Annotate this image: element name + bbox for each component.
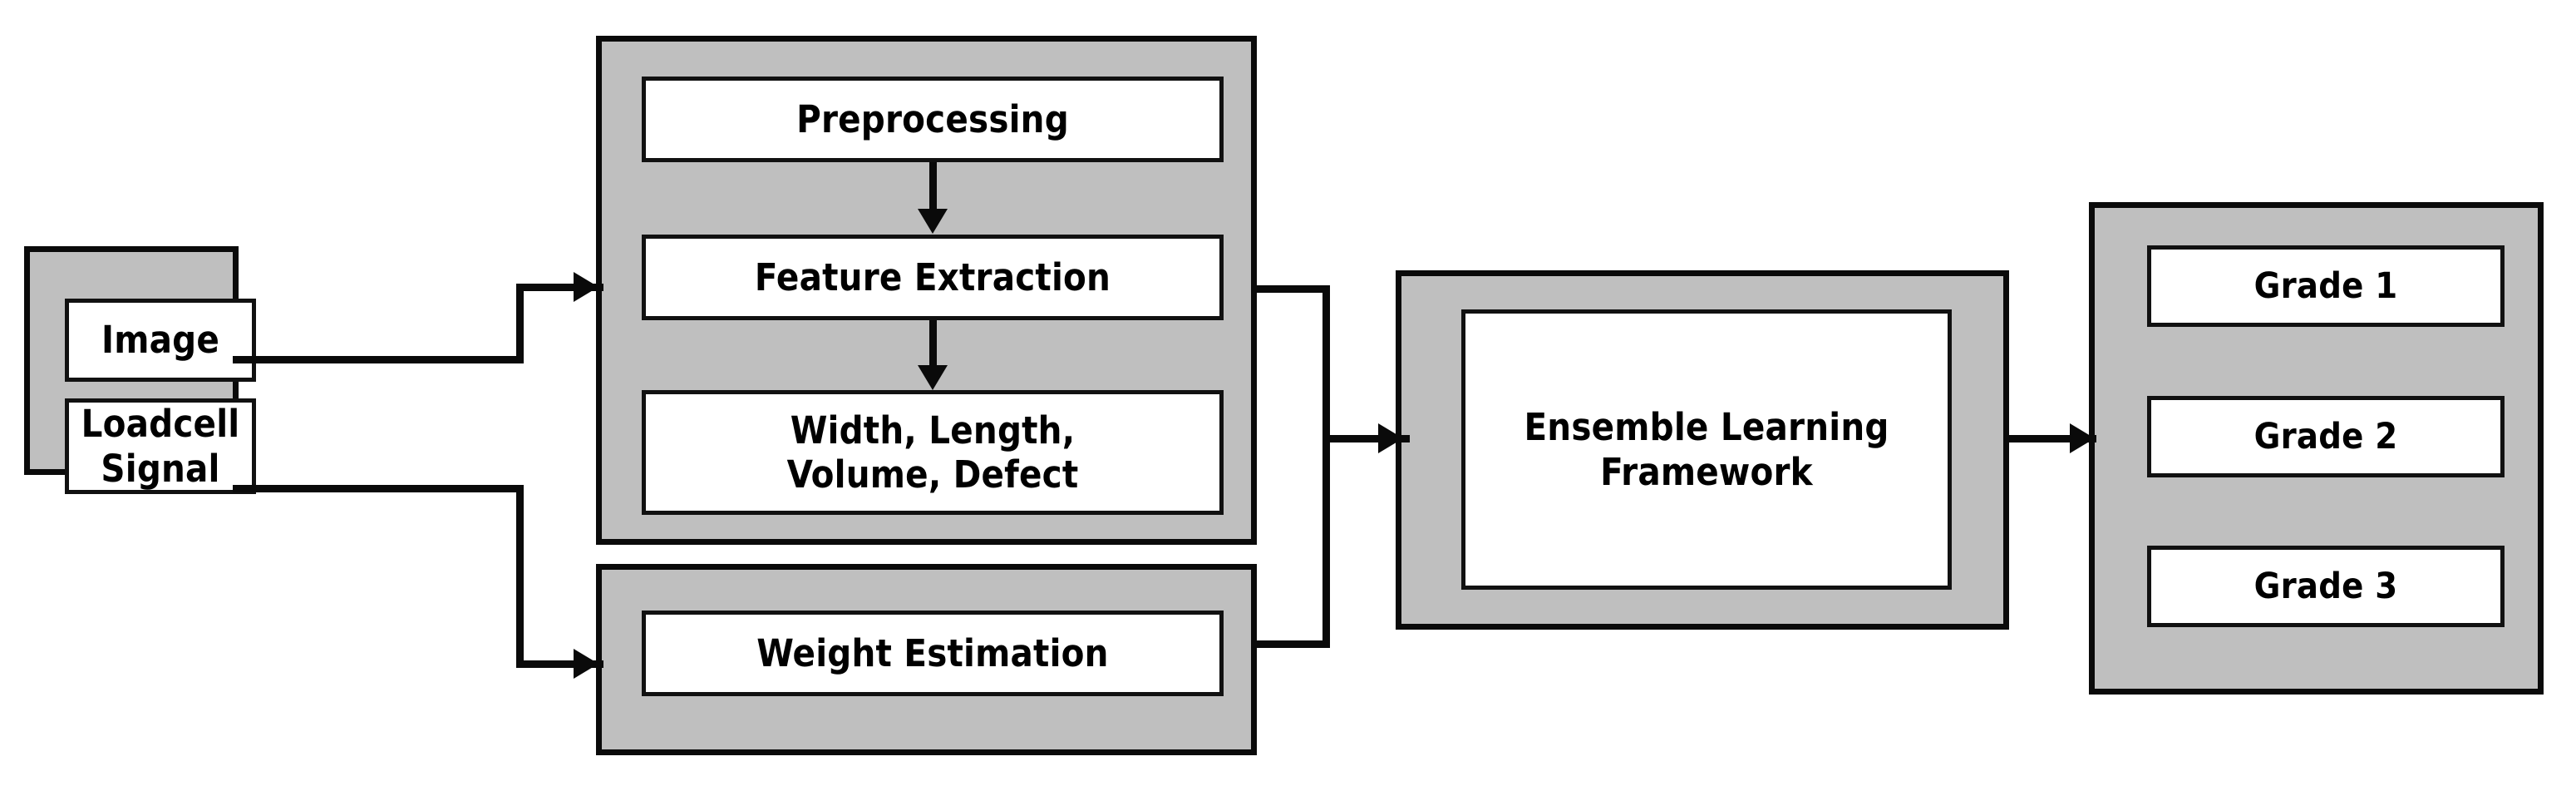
- node-weight-estimation-label: Weight Estimation: [756, 630, 1109, 675]
- connector-vision-to-ensemble-seg-top: [1251, 285, 1330, 293]
- connector-loadcell-to-weight-arrow-icon: [574, 649, 598, 679]
- output-grades-group: Grade 1 Grade 2 Grade 3: [2089, 202, 2544, 695]
- connector-loadcell-to-weight-seg1: [233, 485, 524, 492]
- node-grade-2-label: Grade 2: [2253, 415, 2398, 457]
- node-feature-list-label-line2: Volume, Defect: [786, 452, 1079, 497]
- connector-merge-riser: [1322, 285, 1330, 648]
- connector-preprocessing-to-feature-line: [929, 162, 937, 212]
- node-feature-list[interactable]: Width, Length, Volume, Defect: [642, 390, 1224, 515]
- node-feature-extraction[interactable]: Feature Extraction: [642, 235, 1224, 320]
- connector-image-to-feature-seg1: [233, 356, 524, 363]
- node-feature-extraction-label: Feature Extraction: [754, 255, 1111, 299]
- node-preprocessing-label: Preprocessing: [796, 96, 1069, 141]
- connector-merge-to-ensemble-arrow-icon: [1378, 423, 1403, 453]
- weight-estimation-group: Weight Estimation: [596, 564, 1257, 755]
- connector-feature-to-featurelist-line: [929, 320, 937, 368]
- node-loadcell-signal-label-line2: Signal: [101, 446, 220, 491]
- vision-processing-group: Preprocessing Feature Extraction Width, …: [596, 36, 1257, 545]
- connector-weight-to-ensemble-seg-bottom: [1251, 640, 1330, 648]
- node-preprocessing[interactable]: Preprocessing: [642, 77, 1224, 162]
- node-grade-3-label: Grade 3: [2253, 565, 2398, 607]
- connector-loadcell-to-weight-riser: [516, 485, 524, 668]
- input-sources-group: Image Loadcell Signal: [24, 246, 256, 494]
- node-image-label: Image: [101, 318, 219, 363]
- node-grade-1-label: Grade 1: [2253, 264, 2398, 307]
- connector-loadcell-to-weight-seg2: [516, 660, 603, 668]
- connector-image-to-feature-seg2: [516, 284, 603, 291]
- node-grade-2[interactable]: Grade 2: [2147, 396, 2505, 477]
- node-loadcell-signal[interactable]: Loadcell Signal: [65, 398, 256, 494]
- node-loadcell-signal-label-line1: Loadcell: [81, 402, 240, 447]
- connector-merge-to-ensemble-seg: [1322, 435, 1410, 442]
- ensemble-group: Ensemble Learning Framework: [1396, 270, 2009, 630]
- node-grade-1[interactable]: Grade 1: [2147, 245, 2505, 327]
- node-image[interactable]: Image: [65, 299, 256, 382]
- node-ensemble-learning-framework[interactable]: Ensemble Learning Framework: [1461, 309, 1952, 590]
- connector-preprocessing-to-feature-arrow-icon: [918, 209, 948, 234]
- node-ensemble-learning-framework-label-line1: Ensemble Learning: [1524, 405, 1889, 450]
- connector-ensemble-to-grades-arrow-icon: [2070, 423, 2095, 453]
- connector-ensemble-to-grades-line: [2005, 435, 2096, 442]
- node-grade-3[interactable]: Grade 3: [2147, 546, 2505, 627]
- connector-image-to-feature-arrow-icon: [574, 272, 598, 302]
- node-ensemble-learning-framework-label-line2: Framework: [1600, 449, 1813, 494]
- node-weight-estimation[interactable]: Weight Estimation: [642, 611, 1224, 696]
- connector-feature-to-featurelist-arrow-icon: [918, 365, 948, 390]
- node-feature-list-label-line1: Width, Length,: [790, 408, 1076, 452]
- connector-image-to-feature-riser: [516, 284, 524, 363]
